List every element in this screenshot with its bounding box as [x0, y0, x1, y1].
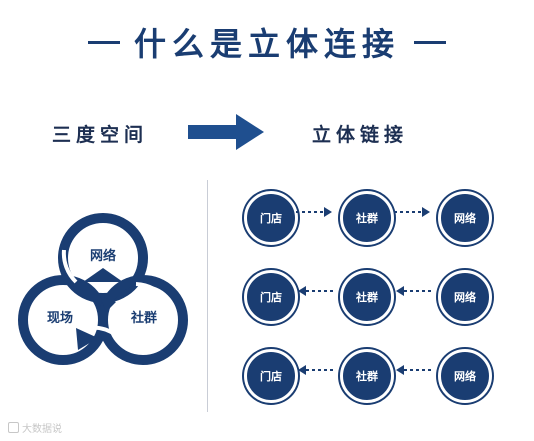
network-row-1: 门店 社群 网络 [230, 186, 530, 248]
dotted-arrow-right-icon [394, 207, 430, 217]
node-network: 网络 [438, 191, 492, 245]
node-community: 社群 [340, 191, 394, 245]
ring-right [98, 275, 188, 365]
node-store: 门店 [244, 270, 298, 324]
trefoil-label-network: 网络 [90, 248, 116, 264]
network-row-3: 门店 社群 网络 [230, 344, 530, 406]
dotted-arrow-right-icon [296, 207, 332, 217]
title-bar: 什么是立体连接 [0, 14, 534, 70]
node-store: 门店 [244, 191, 298, 245]
title-dash-right [414, 40, 446, 44]
title-dash-left [87, 40, 120, 44]
node-store: 门店 [244, 349, 298, 403]
dotted-arrow-left-icon [298, 365, 334, 375]
node-network: 网络 [438, 349, 492, 403]
watermark: 大数据说 [8, 420, 62, 435]
node-community: 社群 [340, 270, 394, 324]
vertical-divider [207, 180, 208, 412]
node-community: 社群 [340, 349, 394, 403]
page-title: 什么是立体连接 [133, 25, 400, 63]
trefoil-arrow-top-icon [83, 268, 123, 282]
transition-arrow-icon [188, 114, 264, 150]
network-row-2: 门店 社群 网络 [230, 265, 530, 327]
trefoil-label-community: 社群 [130, 310, 157, 326]
solid-link-label: 立体链接 [312, 124, 409, 146]
node-network: 网络 [438, 270, 492, 324]
dotted-arrow-left-icon [396, 286, 432, 296]
watermark-text: 大数据说 [22, 424, 62, 435]
watermark-logo-icon [8, 422, 19, 433]
trefoil-arrow-left-icon [76, 328, 98, 350]
trefoil-arrow-center-icon [100, 296, 116, 312]
dotted-arrow-left-icon [298, 286, 334, 296]
trefoil-diagram: 网络 现场 社群 [18, 213, 188, 365]
three-dimension-label: 三度空间 [52, 124, 149, 146]
dotted-arrow-left-icon [396, 365, 432, 375]
trefoil-label-onsite: 现场 [47, 311, 73, 326]
